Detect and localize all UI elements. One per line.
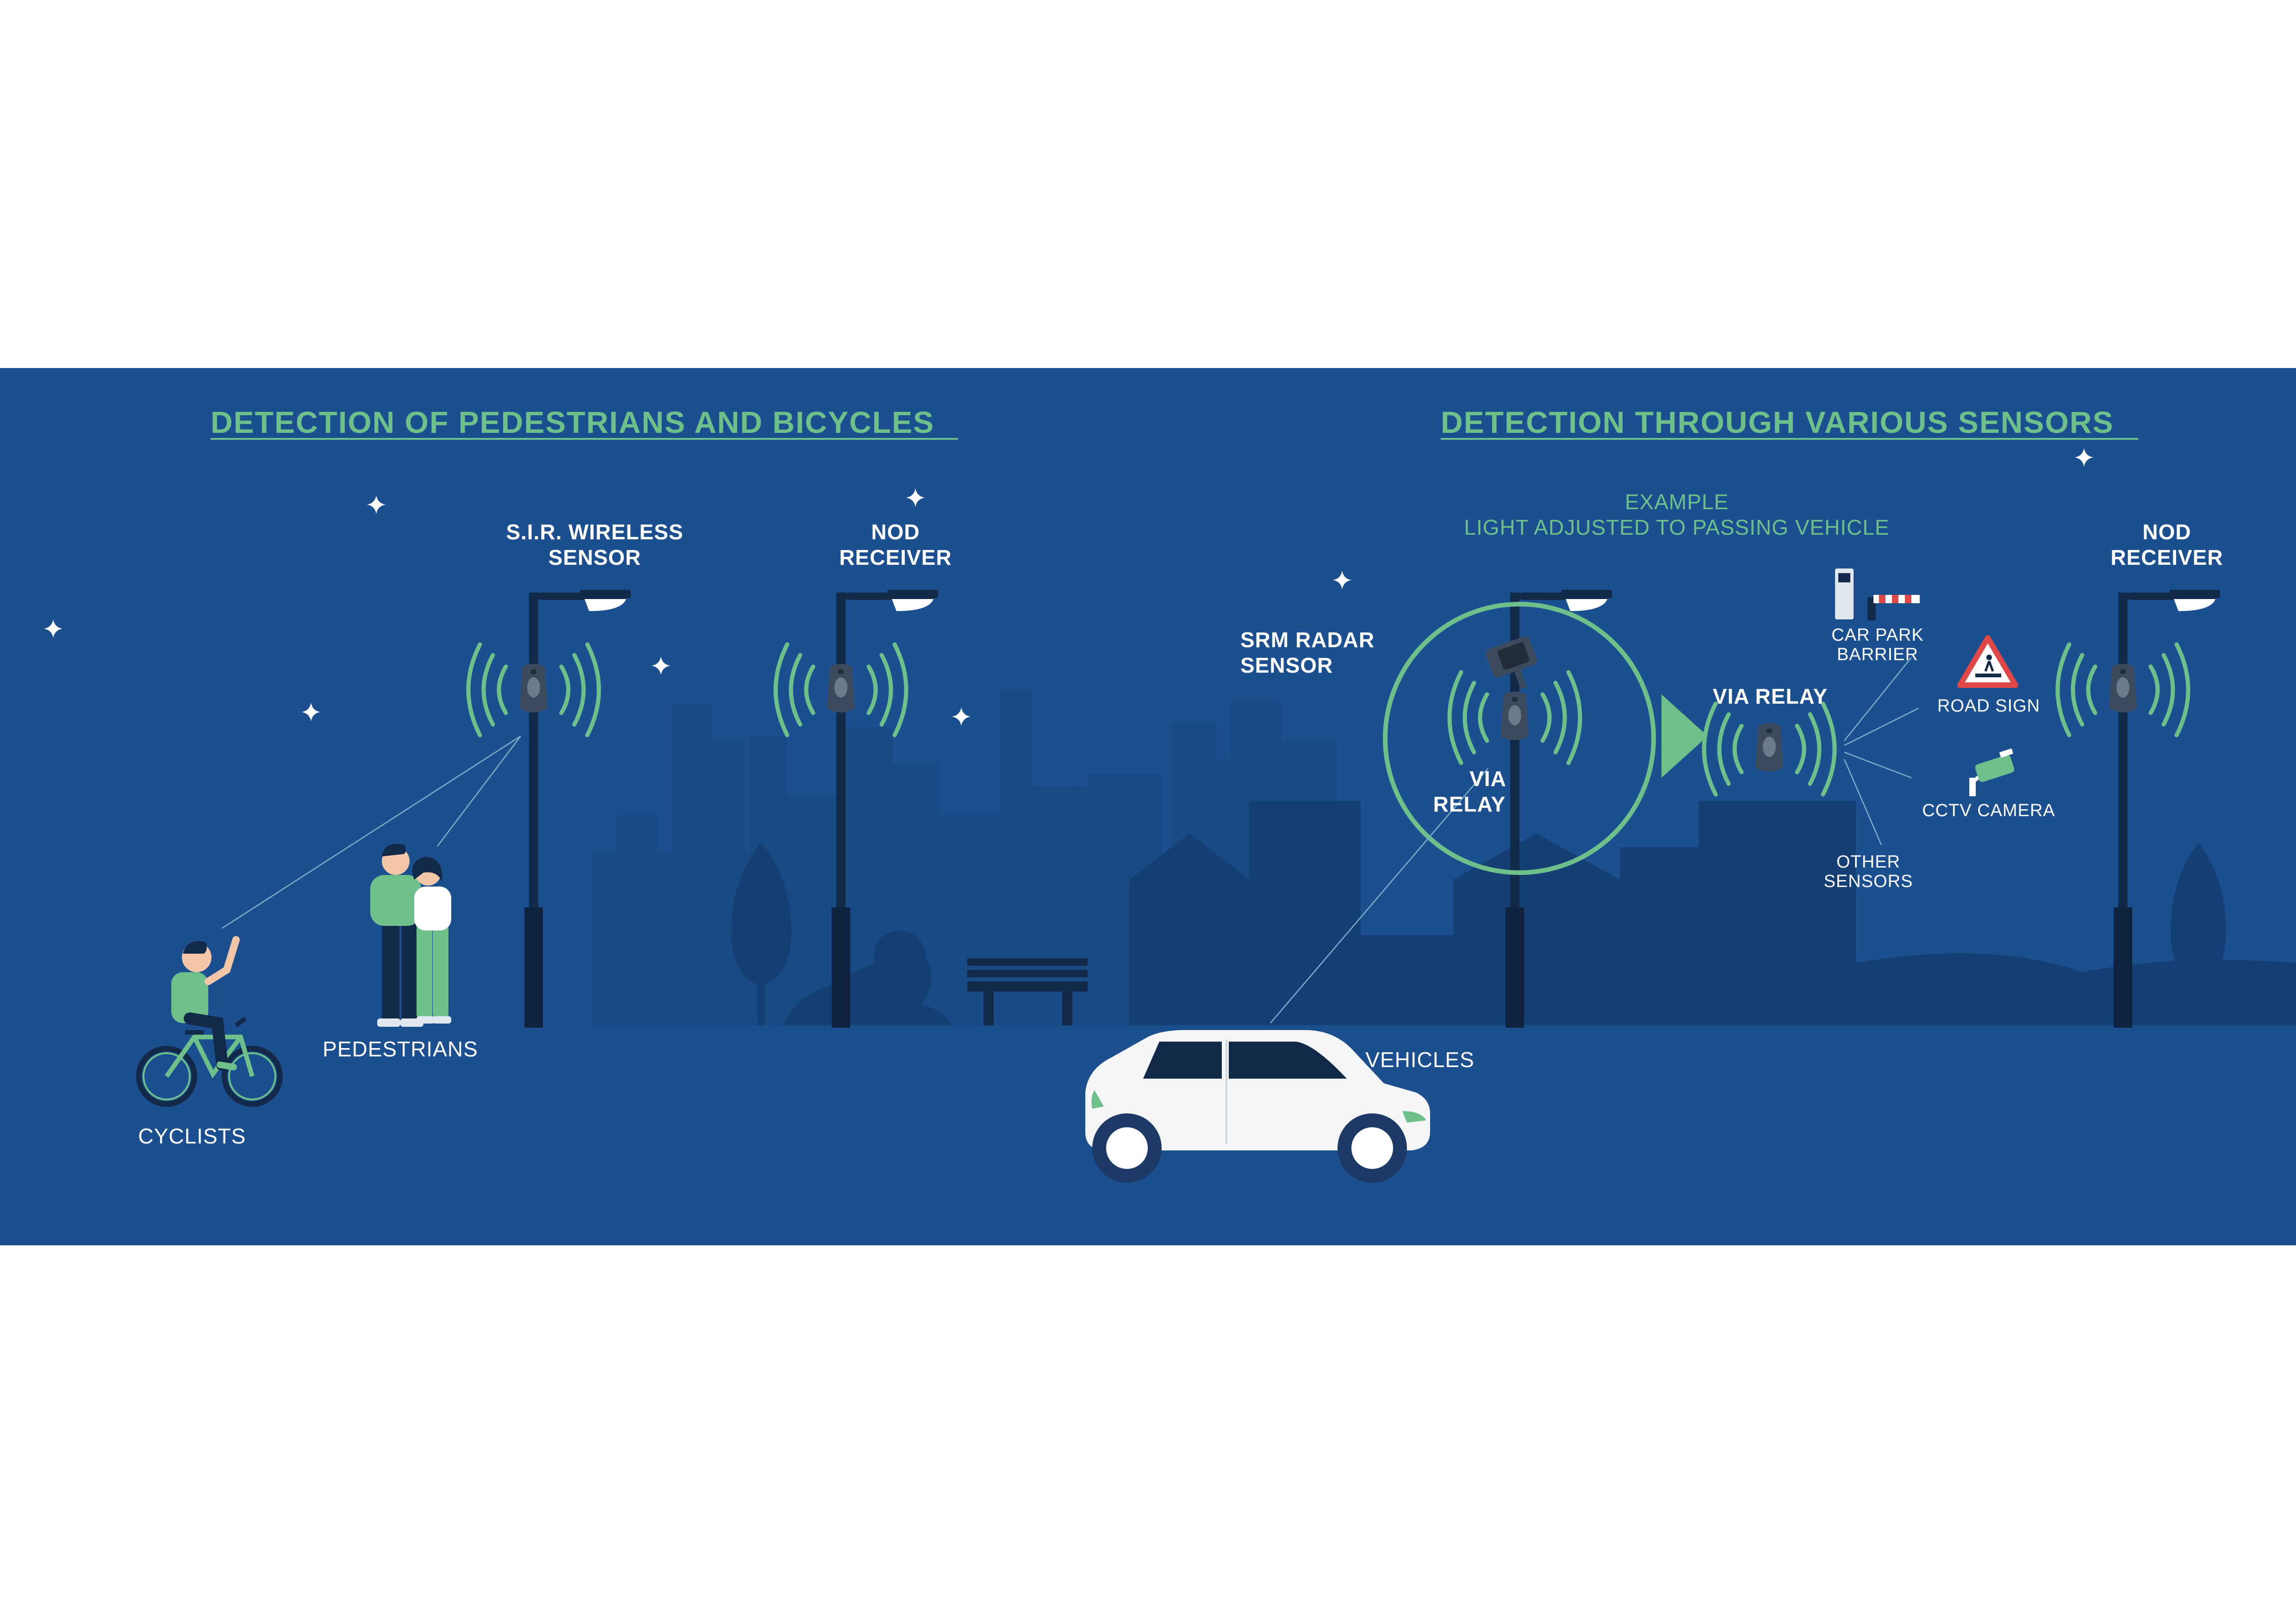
via-relay-circle-line1: VIA [1469, 767, 1506, 791]
sir-sensor-label-line1: S.I.R. WIRELESS [506, 520, 683, 544]
via-relay-label: VIA RELAY [1713, 684, 1828, 708]
relay-circle [1383, 602, 1656, 875]
pedestrian-crossing-sign-icon [1957, 635, 2018, 688]
cyclists-label: CYCLISTS [138, 1124, 246, 1148]
foreground-silhouettes [731, 801, 2296, 1028]
cctv-camera-icon [1969, 748, 2015, 796]
other-sensors-label-line2: SENSORS [1824, 872, 1913, 891]
car-park-label-line2: BARRIER [1837, 645, 1918, 664]
example-label-line1: EXAMPLE [1625, 490, 1729, 514]
via-relay-circle-line2: RELAY [1433, 792, 1506, 816]
srm-radar-label-line1: SRM RADAR [1240, 628, 1375, 652]
example-label-line2: LIGHT ADJUSTED TO PASSING VEHICLE [1464, 515, 1889, 539]
cyclist-figure [136, 936, 283, 1107]
sir-sensor-label-line2: SENSOR [548, 545, 641, 569]
other-sensors-label-line1: OTHER [1836, 852, 1900, 872]
radar-sensor-icon [1486, 636, 1537, 689]
nod-receiver-left-line2: RECEIVER [839, 545, 952, 569]
left-section-title: DETECTION OF PEDESTRIANS AND BICYCLES [211, 405, 934, 439]
road-sign-label: ROAD SIGN [1937, 696, 2040, 716]
car-icon [1085, 1030, 1430, 1183]
cctv-camera-label: CCTV CAMERA [1922, 801, 2055, 820]
nod-receiver-left-line1: NOD [871, 520, 920, 544]
pedestrians-label: PEDESTRIANS [323, 1037, 478, 1061]
car-park-label-line1: CAR PARK [1831, 625, 1923, 645]
nod-receiver-right-line2: RECEIVER [2110, 545, 2223, 569]
vehicles-label: VEHICLES [1365, 1048, 1475, 1072]
pedestrians-figure [370, 843, 451, 1027]
bench-icon [967, 958, 1088, 1028]
nod-receiver-right-line1: NOD [2142, 520, 2191, 544]
car-park-barrier-icon [1835, 568, 1920, 620]
arrow-right-icon [1661, 694, 1708, 778]
srm-radar-label-line2: SENSOR [1240, 653, 1333, 677]
right-section-title: DETECTION THROUGH VARIOUS SENSORS [1441, 405, 2114, 439]
connector-lines [222, 657, 1919, 1024]
